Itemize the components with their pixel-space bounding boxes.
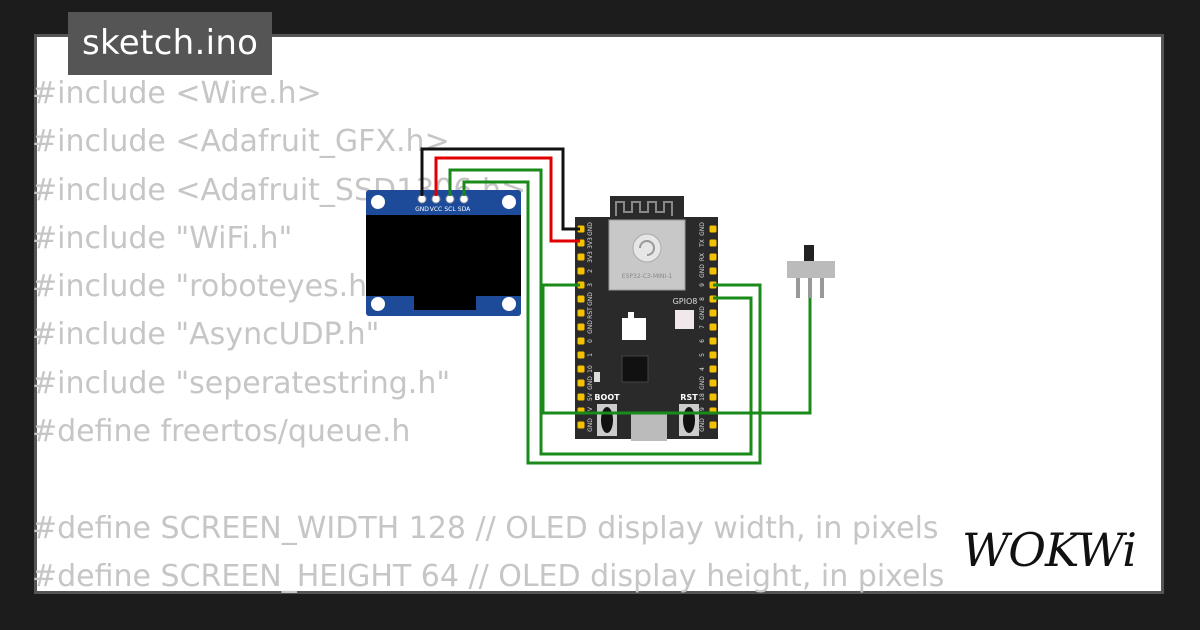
right-pin-label: 4 — [699, 367, 706, 371]
left-header-pin[interactable] — [577, 253, 585, 261]
esp32-c3-board[interactable]: ESP32-C3-MINI-1 GPIO8 BOOT RST GND3V33V3… — [575, 196, 718, 441]
oled-pin-label: GND — [415, 206, 429, 213]
wires — [420, 147, 812, 465]
code-line: #include <Adafruit_SSD1306.h> — [32, 172, 527, 208]
code-line: #define SCREEN_WIDTH 128 // OLED display… — [32, 510, 939, 546]
left-pin-label: 5V — [587, 392, 594, 401]
left-pin-label: GND — [587, 376, 594, 390]
slide-switch[interactable] — [787, 245, 835, 298]
left-header-pin[interactable] — [577, 393, 585, 401]
oled-pin-label: VCC — [430, 206, 442, 213]
left-pin-label: GND — [587, 292, 594, 306]
code-line: #include <Adafruit_GFX.h> — [32, 124, 450, 160]
left-header-pin[interactable] — [577, 337, 585, 345]
right-pin-label: GND — [699, 418, 706, 432]
usb-connector — [631, 412, 667, 441]
code-line: #define SCREEN_HEIGHT 64 // OLED display… — [32, 558, 945, 594]
oled-display[interactable]: GND VCC SCL SDA — [366, 190, 521, 316]
right-header-pin[interactable] — [709, 337, 717, 345]
oled-pin-label: SDA — [458, 206, 471, 213]
code-line: #include "roboteyes.h" — [32, 269, 381, 305]
right-header-pin[interactable] — [709, 239, 717, 247]
code-line: #define freertos/queue.h — [32, 414, 411, 450]
wire-gnd — [420, 147, 580, 231]
boot-button[interactable] — [597, 404, 617, 436]
wire-vcc — [434, 156, 580, 243]
left-header-pin[interactable] — [577, 225, 585, 233]
right-pin-label: GND — [699, 264, 706, 278]
rst-button[interactable] — [679, 404, 699, 436]
code-line: #include "AsyncUDP.h" — [32, 317, 380, 353]
rst-label: RST — [680, 393, 698, 402]
left-pin-label: 3 — [587, 283, 594, 287]
code-line: #include <Wire.h> — [32, 76, 322, 111]
left-pin-label: 3V3 — [587, 237, 594, 249]
rgb-led — [675, 310, 694, 329]
left-pin-label: RST — [587, 307, 594, 319]
left-header-pin[interactable] — [577, 281, 585, 289]
right-header-pin[interactable] — [709, 379, 717, 387]
left-header-pin[interactable] — [577, 351, 585, 359]
right-header-pin[interactable] — [709, 365, 717, 373]
left-pin-label: 0 — [587, 339, 594, 343]
right-header-pin[interactable] — [709, 323, 717, 331]
left-pin-label: GND — [587, 222, 594, 236]
right-header-pin[interactable] — [709, 309, 717, 317]
right-pin-label: GND — [699, 222, 706, 236]
left-header-pin[interactable] — [577, 267, 585, 275]
wire-scl — [448, 168, 753, 456]
left-pin-label: GND — [587, 320, 594, 334]
boot-label: BOOT — [594, 393, 620, 402]
right-pin-label: 6 — [699, 339, 706, 343]
right-pin-label: TX — [699, 239, 706, 248]
left-header-pin[interactable] — [577, 365, 585, 373]
left-pin-label: 1 — [587, 353, 594, 357]
left-pin-label: 2 — [587, 269, 594, 273]
right-pin-label: GND — [699, 376, 706, 390]
left-header-pin[interactable] — [577, 295, 585, 303]
module-label: ESP32-C3-MINI-1 — [622, 273, 673, 280]
oled-pin-label: SCL — [444, 206, 456, 213]
right-pin-label: 19 — [699, 407, 706, 415]
left-header-pin[interactable] — [577, 309, 585, 317]
left-pin-label: GND — [587, 418, 594, 432]
right-pin-label: 5 — [699, 353, 706, 357]
right-pin-label: 18 — [699, 393, 706, 401]
right-pin-label: 9 — [699, 283, 706, 287]
led-label: GPIO8 — [673, 297, 698, 306]
left-pin-label: 3V3 — [587, 251, 594, 263]
left-header-pin[interactable] — [577, 379, 585, 387]
right-pin-label: GND — [699, 306, 706, 320]
right-pin-label: 7 — [699, 325, 706, 329]
right-header-pin[interactable] — [709, 393, 717, 401]
wire-sda — [462, 180, 762, 465]
left-header-pin[interactable] — [577, 323, 585, 331]
right-pin-label: 8 — [699, 297, 706, 301]
wokwi-logo: WOKWi — [962, 523, 1137, 577]
left-header-pin[interactable] — [577, 421, 585, 429]
wokwi-logo-text: WOKWi — [962, 523, 1136, 577]
code-line: #include "WiFi.h" — [32, 220, 293, 256]
right-header-pin[interactable] — [709, 421, 717, 429]
wire-switch — [541, 283, 812, 415]
file-tab[interactable]: sketch.ino — [68, 12, 273, 75]
code-listing: #include <Wire.h> #include <Adafruit_GFX… — [32, 70, 944, 601]
right-header-pin[interactable] — [709, 351, 717, 359]
left-pin-label: 5V — [587, 406, 594, 415]
right-header-pin[interactable] — [709, 225, 717, 233]
right-header-pin[interactable] — [709, 267, 717, 275]
code-line: #include "seperatestring.h" — [32, 365, 451, 401]
right-pin-label: RX — [699, 253, 706, 261]
right-header-pin[interactable] — [709, 253, 717, 261]
left-pin-label: 10 — [587, 365, 594, 373]
